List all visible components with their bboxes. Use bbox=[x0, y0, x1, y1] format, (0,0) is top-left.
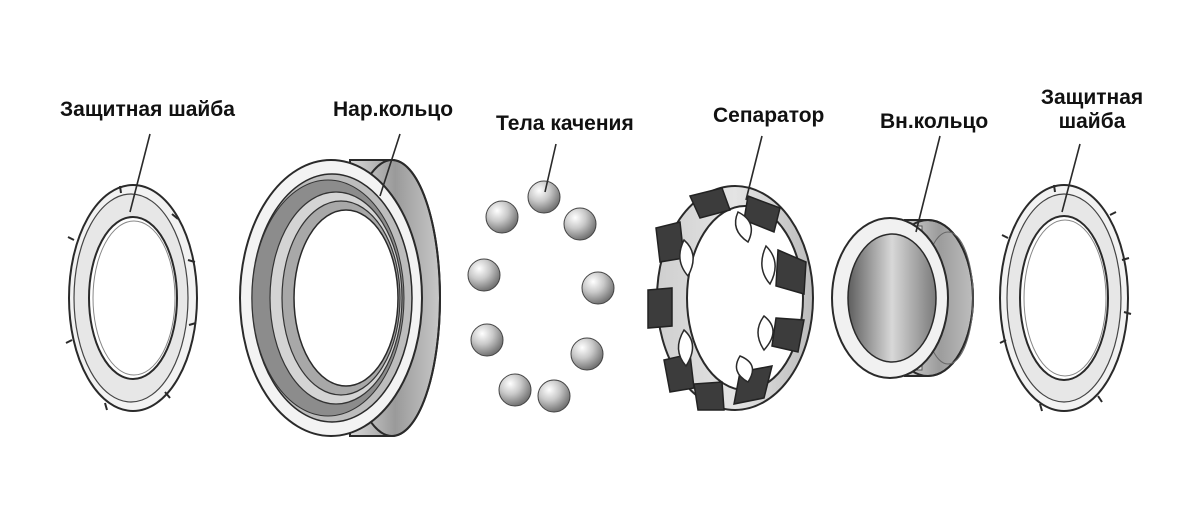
leader-outer-ring bbox=[379, 133, 401, 197]
ball bbox=[470, 323, 504, 357]
ball bbox=[581, 271, 615, 305]
shield-right bbox=[999, 184, 1132, 412]
leader-shield-right bbox=[1061, 143, 1081, 213]
label-shield-right-line1: Защитная bbox=[1040, 86, 1144, 109]
rolling-elements bbox=[467, 180, 615, 413]
ball bbox=[570, 337, 604, 371]
ball bbox=[537, 379, 571, 413]
ball bbox=[467, 258, 501, 292]
ball bbox=[527, 180, 561, 214]
label-separator: Сепаратор bbox=[713, 104, 825, 127]
label-shield-right: Защитная шайба bbox=[1030, 86, 1154, 134]
leader-rolling-elements bbox=[544, 143, 557, 193]
label-inner-ring: Вн.кольцо bbox=[880, 110, 989, 133]
separator-cage bbox=[647, 185, 814, 411]
ball bbox=[563, 207, 597, 241]
separator-pocket-hollows bbox=[677, 210, 776, 383]
leader-separator bbox=[745, 135, 763, 201]
ball bbox=[485, 200, 519, 234]
inner-ring bbox=[831, 217, 974, 379]
ball bbox=[498, 373, 532, 407]
label-rolling-elements: Тела качения bbox=[496, 112, 634, 135]
shield-right-notches bbox=[999, 184, 1132, 412]
shield-left bbox=[65, 184, 198, 412]
separator-pockets bbox=[647, 187, 807, 411]
shield-left-notches bbox=[65, 185, 197, 411]
leader-lines bbox=[129, 133, 1081, 233]
outer-ring bbox=[239, 159, 441, 437]
label-outer-ring: Нар.кольцо bbox=[333, 98, 454, 121]
label-shield-right-line2: шайба bbox=[1058, 110, 1126, 133]
leader-shield-left bbox=[129, 133, 151, 213]
label-shield-left: Защитная шайба bbox=[60, 98, 235, 121]
leader-inner-ring bbox=[915, 135, 941, 233]
